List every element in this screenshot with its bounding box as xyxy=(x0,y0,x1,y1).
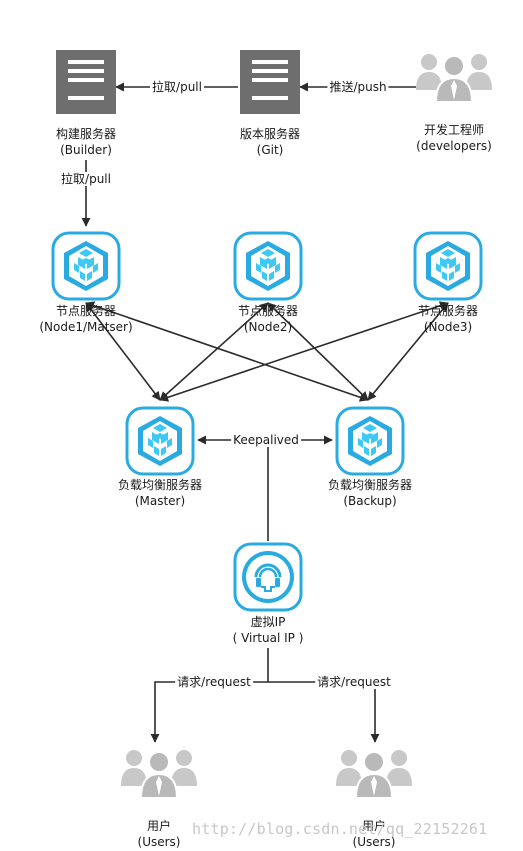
node-devs-sub: (developers) xyxy=(416,139,492,153)
node-users2-sub: (Users) xyxy=(352,835,396,849)
builder-server-icon xyxy=(56,50,116,114)
node-node2-sub: (Node2) xyxy=(243,320,293,334)
developers-users-icon xyxy=(416,53,492,102)
node-devs-label: 开发工程师 (developers) xyxy=(416,122,492,154)
watermark: http://blog.csdn.net/qq_22152261 xyxy=(192,820,488,838)
node-lb-backup-name: 负载均衡服务器 xyxy=(327,478,413,492)
node-users1-label: 用户 (Users) xyxy=(138,818,181,850)
lb-backup-cube-icon xyxy=(335,406,405,476)
node-lb-backup-label: 负载均衡服务器 (Backup) xyxy=(328,477,412,509)
vip-headset-icon xyxy=(233,542,303,612)
node-vip-name: 虚拟IP xyxy=(250,615,286,629)
node-node2-label: 节点服务器 (Node2) xyxy=(238,303,298,335)
node-vip-sub: ( Virtual IP ) xyxy=(232,631,304,645)
node-git-sub: (Git) xyxy=(256,143,284,157)
node-users1-name: 用户 xyxy=(146,819,171,833)
node1-cube-icon xyxy=(51,231,121,301)
node-builder-name: 构建服务器 xyxy=(55,127,117,141)
users1-users-icon xyxy=(121,749,197,798)
node-icons xyxy=(51,50,492,798)
node-users2-name: 用户 xyxy=(361,819,386,833)
node-git-name: 版本服务器 xyxy=(239,127,301,141)
edge-label-builder-to-node1: 拉取/pull xyxy=(59,172,113,186)
node-builder-sub: (Builder) xyxy=(60,143,112,157)
edge-request-left xyxy=(150,681,268,743)
edge-label-devs-to-git: 推送/push xyxy=(327,80,389,94)
node-lb-master-label: 负载均衡服务器 (Master) xyxy=(118,477,202,509)
node-node3-name: 节点服务器 xyxy=(417,304,479,318)
node-lb-master-sub: (Master) xyxy=(134,494,186,508)
node-lb-backup-sub: (Backup) xyxy=(343,494,397,508)
node2-cube-icon xyxy=(233,231,303,301)
node-node3-sub: (Node3) xyxy=(423,320,473,334)
node-git-label: 版本服务器 (Git) xyxy=(240,126,300,158)
edge-label-keepalived: Keepalived xyxy=(231,433,301,447)
node-node3-label: 节点服务器 (Node3) xyxy=(418,303,478,335)
edge-label-request-left: 请求/request xyxy=(175,675,253,689)
git-server-icon xyxy=(240,50,300,114)
edge-label-git-to-builder: 拉取/pull xyxy=(150,80,204,94)
edge-label-request-right: 请求/request xyxy=(315,675,393,689)
node-node2-name: 节点服务器 xyxy=(237,304,299,318)
node3-cube-icon xyxy=(413,231,483,301)
node-users2-label: 用户 (Users) xyxy=(353,818,396,850)
node-vip-label: 虚拟IP ( Virtual IP ) xyxy=(233,614,304,646)
node-node1-name: 节点服务器 xyxy=(55,304,116,318)
edge-node3-to-lb-backup xyxy=(367,302,449,401)
node-builder-label: 构建服务器 (Builder) xyxy=(56,126,116,158)
node-lb-master-name: 负载均衡服务器 xyxy=(117,478,203,492)
node-node1-label: 节点服务器 (Node1/Matser) xyxy=(39,303,132,335)
node-node1-sub: (Node1/Matser) xyxy=(39,320,133,334)
edge-request-right xyxy=(268,681,380,743)
edge-node3-to-lb-master xyxy=(159,301,449,402)
lb-master-cube-icon xyxy=(125,406,195,476)
node-users1-sub: (Users) xyxy=(137,835,181,849)
users2-users-icon xyxy=(336,749,412,798)
node-devs-name: 开发工程师 xyxy=(423,123,484,137)
